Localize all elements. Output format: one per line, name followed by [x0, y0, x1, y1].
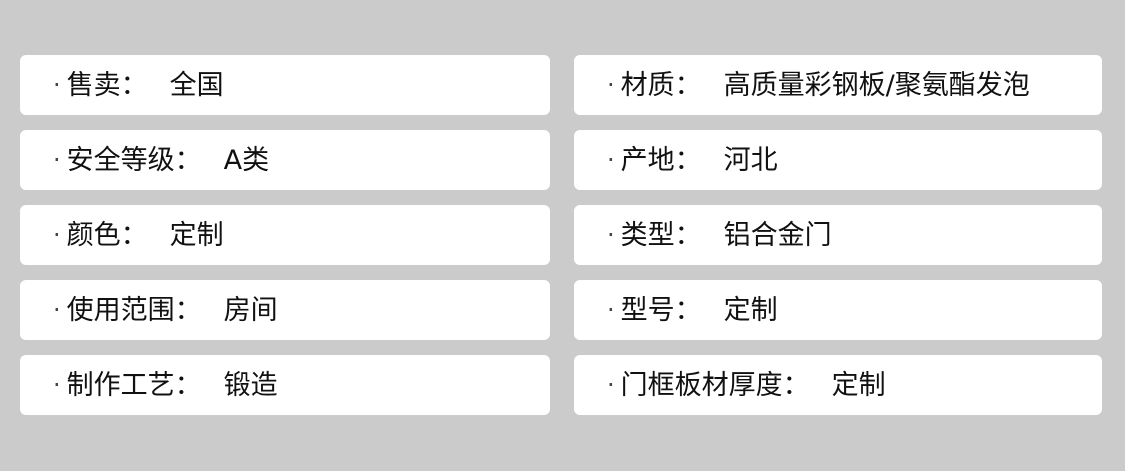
spec-item-model: · 型号： 定制 [574, 280, 1102, 340]
bullet-dot: · [53, 221, 61, 249]
spec-item-color: · 颜色： 定制 [20, 205, 550, 265]
spec-label: 型号： [620, 294, 702, 326]
spec-label: 产地： [620, 144, 702, 176]
bullet-dot: · [607, 296, 615, 324]
spec-value: 定制 [831, 369, 886, 401]
spec-value: 高质量彩钢板/聚氨酯发泡 [723, 69, 1030, 101]
spec-item-craft: · 制作工艺： 锻造 [20, 355, 550, 415]
spec-item-sale: · 售卖： 全国 [20, 55, 550, 115]
bullet-dot: · [607, 371, 615, 399]
spec-item-origin: · 产地： 河北 [574, 130, 1102, 190]
spec-value: 河北 [723, 144, 778, 176]
spec-value: 房间 [223, 294, 278, 326]
bullet-dot: · [607, 221, 615, 249]
bullet-dot: · [53, 296, 61, 324]
bullet-dot: · [53, 146, 61, 174]
spec-label: 安全等级： [66, 144, 202, 176]
spec-value: 定制 [169, 219, 224, 251]
spec-label: 颜色： [66, 219, 148, 251]
spec-item-type: · 类型： 铝合金门 [574, 205, 1102, 265]
spec-label: 门框板材厚度： [620, 369, 810, 401]
spec-item-material: · 材质： 高质量彩钢板/聚氨酯发泡 [574, 55, 1102, 115]
spec-label: 制作工艺： [66, 369, 202, 401]
spec-grid: · 售卖： 全国 · 材质： 高质量彩钢板/聚氨酯发泡 · 安全等级： A类 ·… [20, 55, 1102, 415]
spec-value: 锻造 [223, 369, 278, 401]
spec-item-usage-scope: · 使用范围： 房间 [20, 280, 550, 340]
spec-value: A类 [223, 144, 270, 176]
bullet-dot: · [53, 371, 61, 399]
spec-value: 定制 [723, 294, 778, 326]
spec-label: 使用范围： [66, 294, 202, 326]
spec-label: 售卖： [66, 69, 148, 101]
spec-value: 铝合金门 [723, 219, 832, 251]
spec-value: 全国 [169, 69, 224, 101]
spec-label: 类型： [620, 219, 702, 251]
bullet-dot: · [607, 71, 615, 99]
spec-item-safety-level: · 安全等级： A类 [20, 130, 550, 190]
bullet-dot: · [53, 71, 61, 99]
spec-item-frame-thickness: · 门框板材厚度： 定制 [574, 355, 1102, 415]
spec-label: 材质： [620, 69, 702, 101]
bullet-dot: · [607, 146, 615, 174]
